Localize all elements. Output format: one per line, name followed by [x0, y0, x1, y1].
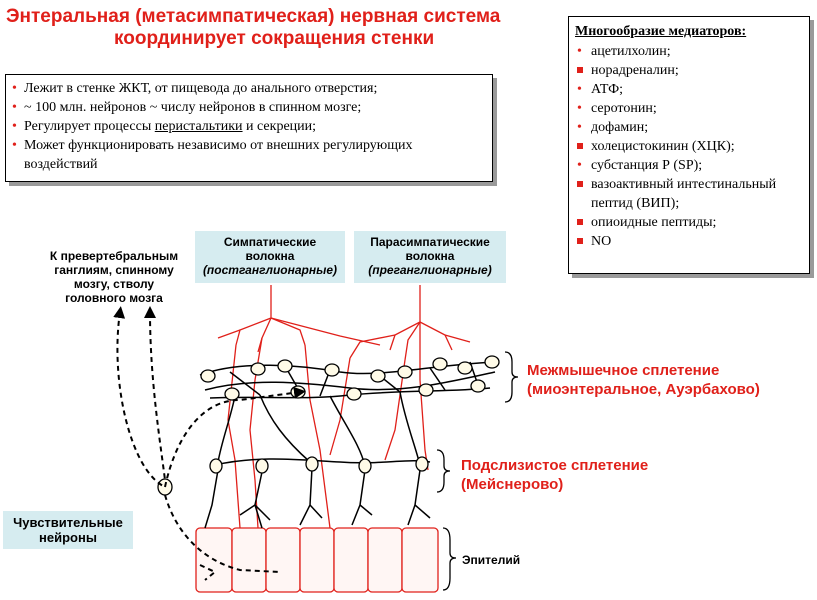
square-bullet-icon: [577, 67, 583, 73]
bullet-icon: •: [12, 81, 17, 96]
mediator-item: •субстанция Р (SP);: [577, 158, 703, 173]
epithelium-label: Эпителий: [462, 553, 521, 567]
bullet-icon: •: [577, 44, 582, 59]
mediator-item: NO: [575, 232, 803, 251]
mediators-box: Многообразие медиаторов: •ацетилхолин; н…: [568, 16, 810, 274]
fact-item: •Может функционировать независимо от вне…: [12, 138, 413, 172]
mediator-item: холецистокинин (ХЦК);: [575, 137, 803, 156]
bullet-icon: •: [577, 120, 582, 135]
mediator-item: •серотонин;: [577, 101, 657, 116]
bullet-icon: •: [12, 119, 17, 134]
epithelium-cells: [195, 527, 439, 593]
square-bullet-icon: [577, 219, 583, 225]
afferent-target-label: К превертебральным ганглиям, спинному мо…: [49, 249, 179, 305]
sympathetic-fibres-label: Симпатические волокна (постганглионарные…: [195, 231, 345, 283]
fact-item: •~ 100 млн. нейронов ~ числу нейронов в …: [12, 100, 362, 115]
fact-item: •Регулирует процессы перистальтики и сек…: [12, 119, 317, 134]
bullet-icon: •: [577, 158, 582, 173]
facts-box: •Лежит в стенке ЖКТ, от пищевода до анал…: [5, 74, 493, 182]
page-title: Энтеральная (метасимпатическая) нервная …: [6, 6, 566, 50]
square-bullet-icon: [577, 143, 583, 149]
parasympathetic-fibres-label: Парасимпатические волокна (преганглионар…: [354, 231, 506, 283]
bullet-icon: •: [12, 138, 17, 153]
myenteric-network: [199, 361, 496, 467]
title-line-2: координирует сокращения стенки: [114, 28, 435, 49]
mediator-item: •дофамин;: [577, 120, 649, 135]
parasympathetic-fibres: [329, 285, 471, 471]
sensory-neurons-label: Чувствительные нейроны: [3, 511, 133, 549]
title-line-1: Энтеральная (метасимпатическая) нервная …: [6, 6, 501, 27]
fact-item: •Лежит в стенке ЖКТ, от пищевода до анал…: [12, 81, 378, 96]
bullet-icon: •: [577, 101, 582, 116]
plexus-braces: [436, 351, 519, 591]
peristalsis-link[interactable]: перистальтики: [154, 119, 243, 134]
mediator-item: •АТФ;: [577, 82, 624, 97]
sympathetic-fibres: [217, 285, 381, 529]
submucosal-network: [204, 458, 431, 529]
mediators-heading: Многообразие медиаторов:: [575, 24, 747, 39]
bullet-icon: •: [577, 82, 582, 97]
square-bullet-icon: [577, 181, 583, 187]
neuron-cells: [157, 355, 500, 496]
afferent-dashed-paths: [113, 306, 306, 581]
square-bullet-icon: [577, 238, 583, 244]
mediator-item: опиоидные пептиды;: [575, 213, 803, 232]
bullet-icon: •: [12, 100, 17, 115]
mediator-item: норадреналин;: [575, 61, 803, 80]
submucosal-plexus-label: Подслизистое сплетение (Мейснерово): [461, 457, 649, 493]
mediator-item: •ацетилхолин;: [577, 44, 671, 59]
myenteric-plexus-label: Межмышечное сплетение (миоэнтеральное, А…: [527, 362, 760, 398]
mediator-item: вазоактивный интестинальный пептид (ВИП)…: [575, 175, 803, 213]
